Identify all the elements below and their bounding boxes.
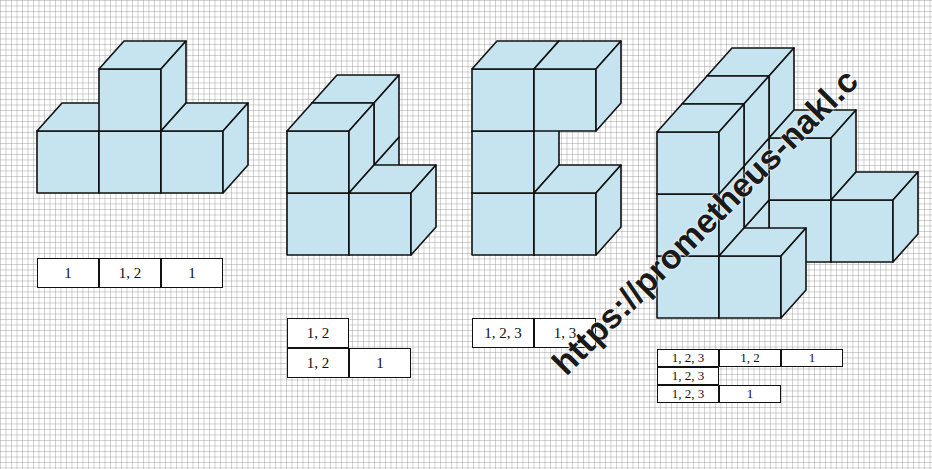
table-cell: 1 bbox=[781, 349, 843, 367]
cube-face bbox=[223, 103, 248, 193]
table-cell: 1, 2 bbox=[99, 258, 161, 288]
cube-face bbox=[99, 69, 161, 131]
table-cell: 1, 2, 3 bbox=[657, 385, 719, 403]
cube-face bbox=[411, 165, 436, 255]
cube-face bbox=[37, 131, 99, 193]
cube-face bbox=[161, 131, 223, 193]
table-cell: 1 bbox=[161, 258, 223, 288]
cube-face bbox=[287, 131, 349, 193]
table-cell: 1 bbox=[37, 258, 99, 288]
table-cell: 1, 2 bbox=[287, 348, 349, 378]
table-cell: 1, 2 bbox=[287, 318, 349, 348]
cube-face bbox=[719, 256, 781, 318]
table-cell: 1 bbox=[349, 348, 411, 378]
table-cell: 1, 2, 3 bbox=[657, 349, 719, 367]
cube-face bbox=[893, 172, 918, 262]
cube-face bbox=[99, 131, 161, 193]
cube-face bbox=[374, 75, 399, 165]
cube-face bbox=[657, 132, 719, 194]
cube-face bbox=[534, 69, 596, 131]
cube-face bbox=[831, 200, 893, 262]
cube-face bbox=[596, 41, 621, 131]
cube-face bbox=[287, 193, 349, 255]
table-cell: 1, 2, 3 bbox=[657, 367, 719, 385]
cube-face bbox=[472, 193, 534, 255]
table-cell: 1, 2, 3 bbox=[472, 318, 534, 348]
cube-group bbox=[37, 41, 918, 318]
cube-face bbox=[781, 228, 806, 318]
cube-face bbox=[349, 193, 411, 255]
cube-face bbox=[534, 193, 596, 255]
table-cell: 1, 2 bbox=[719, 349, 781, 367]
cube-face bbox=[472, 69, 534, 131]
cube-face bbox=[472, 131, 534, 193]
table-cell: 1 bbox=[719, 385, 781, 403]
cube-face bbox=[596, 165, 621, 255]
